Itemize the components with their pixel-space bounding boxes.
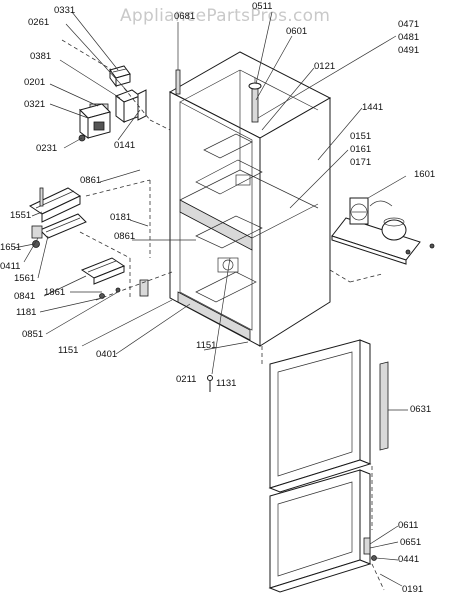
part-label-0861-lower: 0861	[114, 231, 136, 242]
part-label-0211: 0211	[176, 374, 197, 385]
left-fan-assembly	[28, 187, 87, 248]
part-label-0331: 0331	[54, 5, 76, 16]
part-label-1561: 1561	[14, 273, 36, 284]
part-label-0411: 0411	[0, 261, 21, 272]
part-label-0631: 0631	[410, 404, 432, 415]
part-label-0381: 0381	[30, 51, 52, 62]
part-label-0161: 0161	[350, 144, 372, 155]
part-label-0441: 0441	[398, 554, 420, 565]
part-label-1441: 1441	[362, 102, 384, 113]
part-label-0321: 0321	[24, 99, 46, 110]
part-label-0171: 0171	[350, 157, 372, 168]
part-label-0841: 0841	[14, 291, 36, 302]
damper-parts	[80, 257, 149, 299]
part-label-0121: 0121	[314, 61, 336, 72]
compressor-assembly	[331, 197, 435, 265]
lower-door	[268, 469, 377, 593]
part-label-0471: 0471	[398, 19, 420, 30]
part-label-0681: 0681	[174, 11, 196, 22]
part-label-1601: 1601	[414, 169, 436, 180]
part-label-0141: 0141	[114, 140, 136, 151]
watermark-text: AppliancePartsPros.com	[120, 6, 331, 26]
part-label-1181: 1181	[16, 307, 37, 318]
part-label-0481: 0481	[398, 32, 420, 43]
leader-lines	[13, 11, 408, 587]
part-label-0201: 0201	[24, 77, 46, 88]
part-label-1151-left: 1151	[58, 345, 79, 356]
part-label-0851: 0851	[22, 329, 44, 340]
part-label-1131: 1131	[216, 378, 237, 389]
screw-1131	[207, 375, 213, 392]
part-label-1651: 1651	[0, 242, 22, 253]
part-label-0611: 0611	[398, 520, 419, 531]
part-label-0181: 0181	[110, 212, 132, 223]
part-label-0491: 0491	[398, 45, 420, 56]
upper-door	[268, 339, 389, 493]
part-label-0261: 0261	[28, 17, 50, 28]
control-housing-parts	[78, 65, 147, 142]
part-label-0231: 0231	[36, 143, 58, 154]
part-label-0191: 0191	[402, 584, 424, 595]
part-label-0511: 0511	[252, 1, 273, 12]
assembly-guide-lines	[61, 39, 385, 591]
refrigerator-cabinet	[168, 51, 332, 347]
part-label-0151: 0151	[350, 131, 372, 142]
part-label-0601: 0601	[286, 26, 308, 37]
part-label-1861: 1861	[44, 287, 66, 298]
part-label-0861-upper: 0861	[80, 175, 102, 186]
part-label-0401: 0401	[96, 349, 118, 360]
part-label-1551: 1551	[10, 210, 32, 221]
part-label-1151-right: 1151	[196, 340, 217, 351]
part-label-0651: 0651	[400, 537, 422, 548]
